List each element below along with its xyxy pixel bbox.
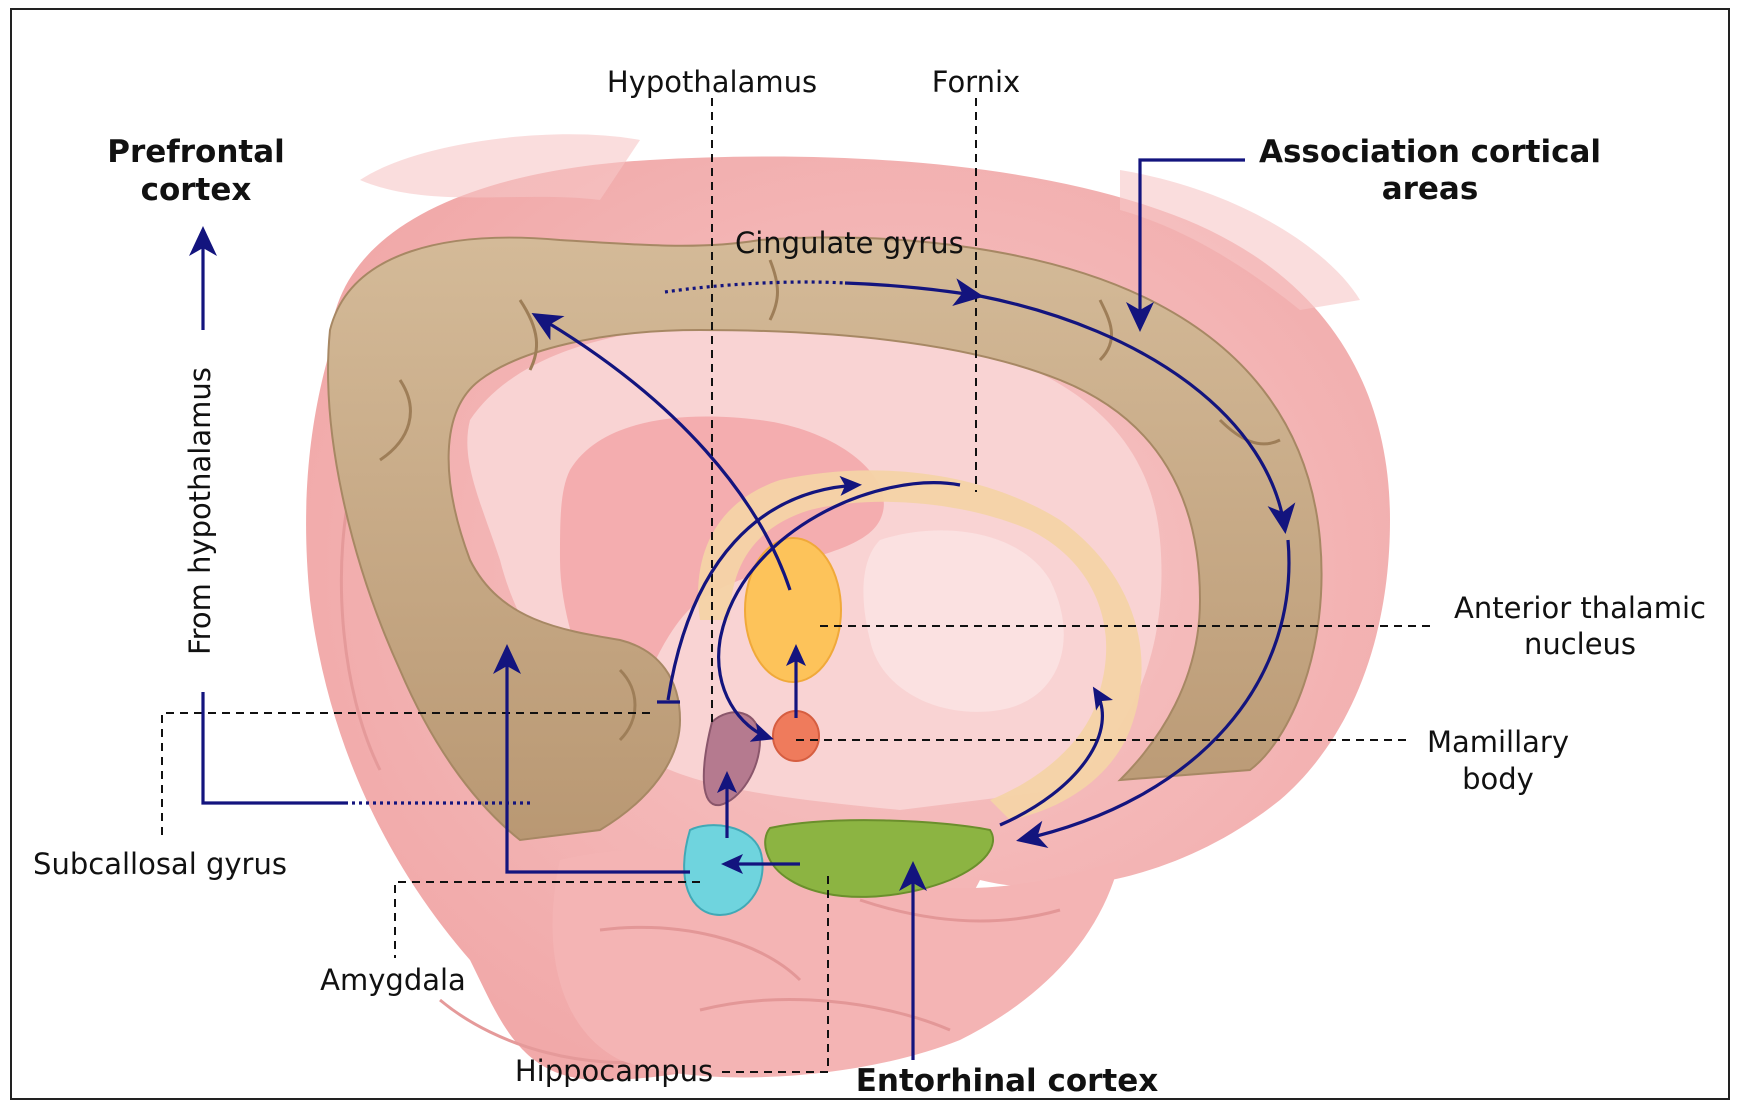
label-association-1: Association cortical (1259, 134, 1601, 170)
label-from-hypothalamus: From hypothalamus (183, 367, 217, 655)
label-entorhinal-cortex: Entorhinal cortex (856, 1063, 1159, 1099)
label-mamillary-1: Mamillary (1427, 725, 1569, 759)
label-anterior-thalamic-2: nucleus (1524, 627, 1636, 661)
label-fornix: Fornix (932, 65, 1020, 99)
label-association-2: areas (1382, 171, 1479, 207)
label-amygdala: Amygdala (320, 963, 466, 997)
mamillary-body (773, 711, 819, 761)
label-hippocampus: Hippocampus (515, 1054, 713, 1088)
label-cingulate-gyrus: Cingulate gyrus (735, 226, 964, 260)
label-prefrontal-1: Prefrontal (107, 134, 285, 170)
label-subcallosal-gyrus: Subcallosal gyrus (33, 847, 287, 881)
label-prefrontal-2: cortex (141, 172, 252, 208)
label-hypothalamus: Hypothalamus (607, 65, 817, 99)
label-mamillary-2: body (1462, 762, 1534, 796)
line-from-hypothalamus (203, 692, 345, 803)
label-anterior-thalamic-1: Anterior thalamic (1454, 591, 1706, 625)
